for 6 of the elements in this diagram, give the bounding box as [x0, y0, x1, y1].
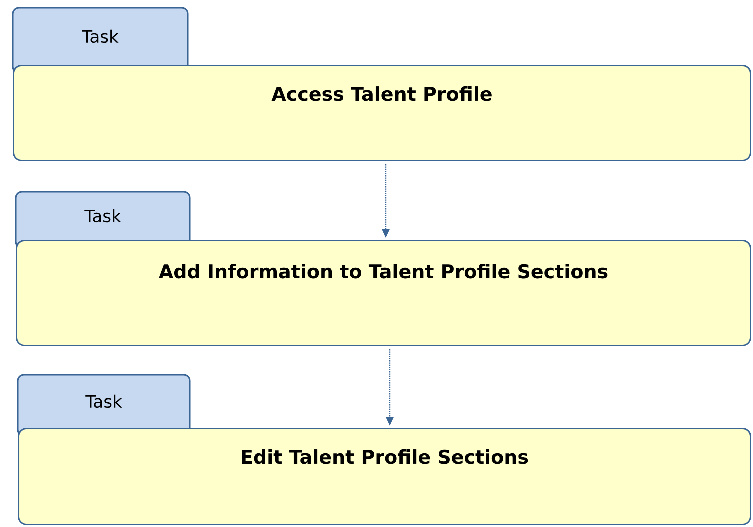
node-label: Task — [86, 394, 122, 408]
task-box: Access Talent Profile Task — [12, 7, 752, 162]
node-label: Task — [84, 209, 122, 223]
node-label: Task — [82, 30, 119, 44]
task-box: Add Information to Talent Profile Sections Task — [15, 191, 752, 346]
task-box: Edit Talent Profile Sections Task — [17, 374, 752, 526]
